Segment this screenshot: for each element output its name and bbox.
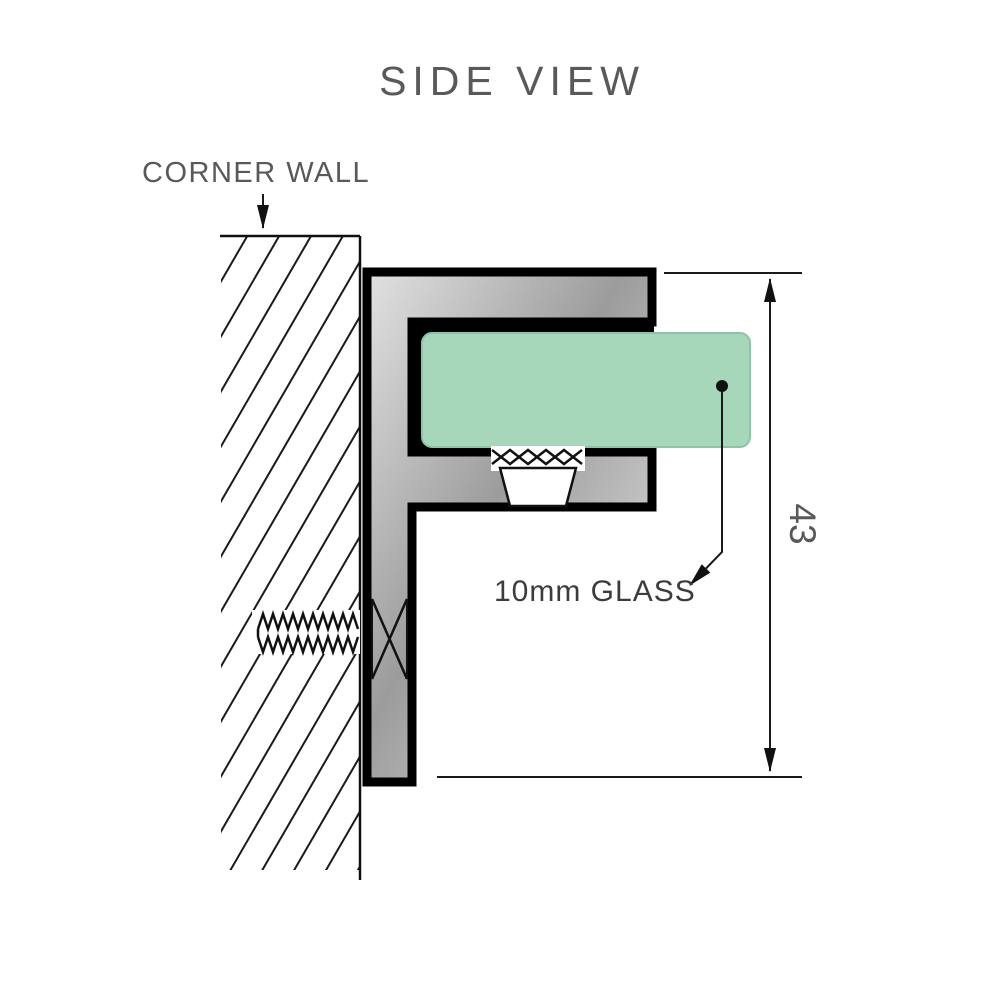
grub-screw bbox=[491, 446, 585, 508]
glass-callout: 10mm GLASS bbox=[494, 380, 728, 608]
glass-panel bbox=[421, 332, 751, 448]
glass-label: 10mm GLASS bbox=[494, 575, 696, 608]
corner-wall-hatching bbox=[221, 236, 359, 870]
screw-countersunk-head bbox=[370, 598, 409, 680]
dimension-43: 43 bbox=[437, 272, 823, 778]
dimension-value: 43 bbox=[782, 503, 823, 544]
corner-wall-label: CORNER WALL bbox=[142, 157, 370, 189]
page-title: SIDE VIEW bbox=[379, 58, 645, 104]
leader-dot bbox=[716, 380, 728, 392]
corner-wall-callout: CORNER WALL bbox=[142, 157, 370, 229]
corner-wall-face-lines bbox=[220, 234, 362, 880]
mounting-screw bbox=[252, 610, 360, 656]
